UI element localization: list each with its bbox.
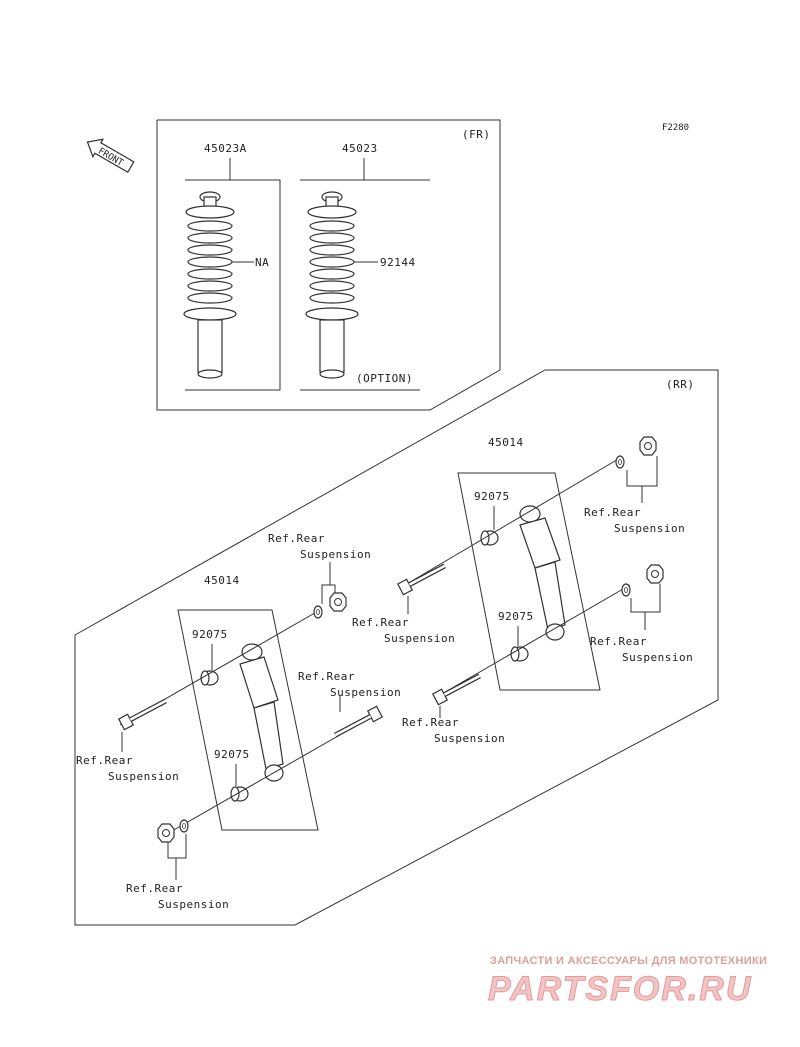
rear-ref-4-line1: Ref.Rear [402, 716, 459, 729]
diagram-code: F2280 [662, 123, 689, 133]
rear-upper-top-nut [639, 436, 657, 456]
rear-upper-bushing-bottom-label: 92075 [498, 610, 534, 623]
rear-ref-2-line2: Suspension [384, 632, 455, 645]
front-arrow-icon: FRONT [86, 138, 135, 174]
front-left-spring-label: NA [255, 256, 269, 269]
rear-upper-assy-frame [457, 472, 601, 691]
rear-lower-assy-frame [177, 609, 319, 831]
rear-upper-shock [519, 505, 566, 641]
rear-ref-1-line2: Suspension [614, 522, 685, 535]
rear-ref-2-line1: Ref.Rear [352, 616, 409, 629]
front-section-tag: (FR) [462, 128, 491, 141]
rear-ref-3-line2: Suspension [622, 651, 693, 664]
rear-lower-top-bolt [119, 696, 169, 730]
rear-ref-7-line1: Ref.Rear [298, 670, 355, 683]
rear-upper-assy-number: 45014 [488, 436, 524, 449]
rear-lower-bottom-nut [157, 823, 175, 843]
rear-ref-4-line2: Suspension [434, 732, 505, 745]
rear-upper-bottom-nut [646, 564, 664, 584]
rear-lower-top-nut [329, 592, 347, 612]
rear-ref-7-line2: Suspension [330, 686, 401, 699]
rear-upper-bottom-washer [621, 583, 631, 597]
front-option-label: (OPTION) [356, 372, 413, 385]
rear-ref-6-line1: Ref.Rear [76, 754, 133, 767]
rear-upper-bushing-top-label: 92075 [474, 490, 510, 503]
rear-ref-5-line2: Suspension [300, 548, 371, 561]
rear-upper-bottom-bolt [433, 671, 483, 705]
rear-ref-8-line2: Suspension [158, 898, 229, 911]
rear-lower-assy-number: 45014 [204, 574, 240, 587]
rear-ref-5-line1: Ref.Rear [268, 532, 325, 545]
rear-ref-1-line1: Ref.Rear [584, 506, 641, 519]
rear-ref-6-line2: Suspension [108, 770, 179, 783]
rear-lower-bushing-bottom-label: 92075 [214, 748, 250, 761]
front-left-part-number: 45023A [204, 142, 247, 155]
front-shock-right [305, 191, 359, 379]
rear-upper-top-washer [615, 455, 625, 469]
rear-ref-3-line1: Ref.Rear [590, 635, 647, 648]
rear-upper-top-bolt [398, 561, 448, 595]
watermark-tagline: ЗАПЧАСТИ И АКСЕССУАРЫ ДЛЯ МОТОТЕХНИКИ [490, 955, 767, 967]
rear-lower-bushing-top-label: 92075 [192, 628, 228, 641]
rear-ref-8-line1: Ref.Rear [126, 882, 183, 895]
front-right-spring-label: 92144 [380, 256, 416, 269]
front-right-part-number: 45023 [342, 142, 378, 155]
front-left-leader [185, 179, 281, 391]
rear-section-tag: (RR) [666, 378, 695, 391]
rear-lower-bottom-washer [179, 819, 189, 833]
front-shock-left [183, 191, 237, 379]
rear-lower-top-washer [313, 605, 323, 619]
rear-section-frame [74, 369, 719, 926]
front-section-frame [156, 119, 501, 411]
rear-upper-bushing-top [480, 530, 499, 546]
watermark-brand: PARTSFOR.RU [488, 970, 752, 1008]
